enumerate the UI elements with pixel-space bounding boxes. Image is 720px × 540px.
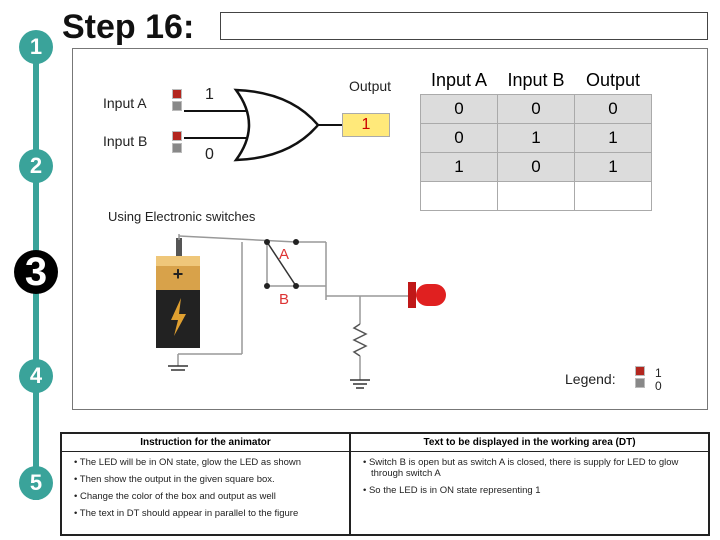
table-header-output: Output: [574, 66, 652, 95]
animator-instructions: Instruction for the animator • The LED w…: [62, 434, 349, 534]
step-2-number: 2: [29, 153, 43, 178]
table-cell: 1: [574, 152, 652, 182]
table-cell-empty: [574, 181, 652, 211]
input-a-switch[interactable]: [172, 89, 182, 111]
instructions-table: Instruction for the animator • The LED w…: [60, 432, 710, 536]
step-3-marker[interactable]: 3: [14, 250, 58, 294]
switch-b-label: B: [279, 291, 290, 308]
step-4-marker[interactable]: 4: [19, 359, 53, 393]
dt-header: Text to be displayed in the working area…: [423, 437, 636, 448]
list-item: • The LED will be in ON state, glow the …: [74, 457, 302, 468]
legend-on-value: 1: [655, 366, 662, 380]
table-header-input-b: Input B: [497, 66, 575, 95]
input-b-switch[interactable]: [172, 131, 182, 153]
input-b-value: 0: [205, 146, 214, 163]
header-divider: [62, 451, 708, 452]
table-cell: 1: [420, 152, 498, 182]
input-a-label: Input A: [103, 95, 147, 111]
table-cell: 0: [574, 94, 652, 124]
table-cell: 1: [574, 123, 652, 153]
or-gate-diagram: [184, 88, 348, 162]
truth-table: Input A Input B Output 0 0 0 0 1 1 1 0 1: [420, 66, 652, 211]
table-cell-empty: [497, 181, 575, 211]
table-cell: 0: [497, 94, 575, 124]
table-row: 0 1 1: [420, 123, 652, 153]
table-cell: 0: [420, 123, 498, 153]
animator-header: Instruction for the animator: [140, 437, 271, 448]
step-3-number: 3: [24, 249, 48, 294]
legend-off-value: 0: [655, 379, 662, 393]
legend-switch-icon: [635, 366, 645, 388]
table-row-empty: [420, 181, 652, 211]
table-cell-empty: [420, 181, 498, 211]
dt-text: Text to be displayed in the working area…: [351, 434, 708, 534]
input-a-value: 1: [205, 86, 214, 103]
step-1-marker[interactable]: 1: [19, 30, 53, 64]
list-item: • Change the color of the box and output…: [74, 491, 276, 502]
step-4-number: 4: [29, 363, 43, 388]
list-item: • Switch B is open but as switch A is cl…: [363, 457, 679, 479]
page-title: Step 16:: [62, 8, 195, 46]
step-5-number: 5: [29, 470, 43, 495]
step-2-marker[interactable]: 2: [19, 149, 53, 183]
legend-label: Legend:: [565, 371, 616, 387]
switch-circuit-diagram: +: [156, 234, 446, 389]
switches-caption: Using Electronic switches: [108, 209, 256, 224]
table-cell: 1: [497, 123, 575, 153]
table-cell: 0: [420, 94, 498, 124]
step-1-number: 1: [29, 34, 43, 59]
input-b-label: Input B: [103, 133, 148, 149]
table-row: 0 0 0: [420, 94, 652, 124]
table-row: 1 0 1: [420, 152, 652, 182]
column-divider: [349, 434, 351, 534]
title-box: [220, 12, 708, 40]
output-label: Output: [349, 78, 392, 94]
output-box: 1: [342, 113, 390, 137]
step-5-marker[interactable]: 5: [19, 466, 53, 500]
switch-a-label: A: [279, 246, 290, 263]
list-item: • Then show the output in the given squa…: [74, 474, 275, 485]
working-area: [72, 48, 708, 410]
svg-text:+: +: [173, 264, 184, 284]
table-header-input-a: Input A: [420, 66, 498, 95]
list-item: • The text in DT should appear in parall…: [74, 508, 299, 519]
list-item: • So the LED is in ON state representing…: [363, 485, 541, 496]
table-cell: 0: [497, 152, 575, 182]
